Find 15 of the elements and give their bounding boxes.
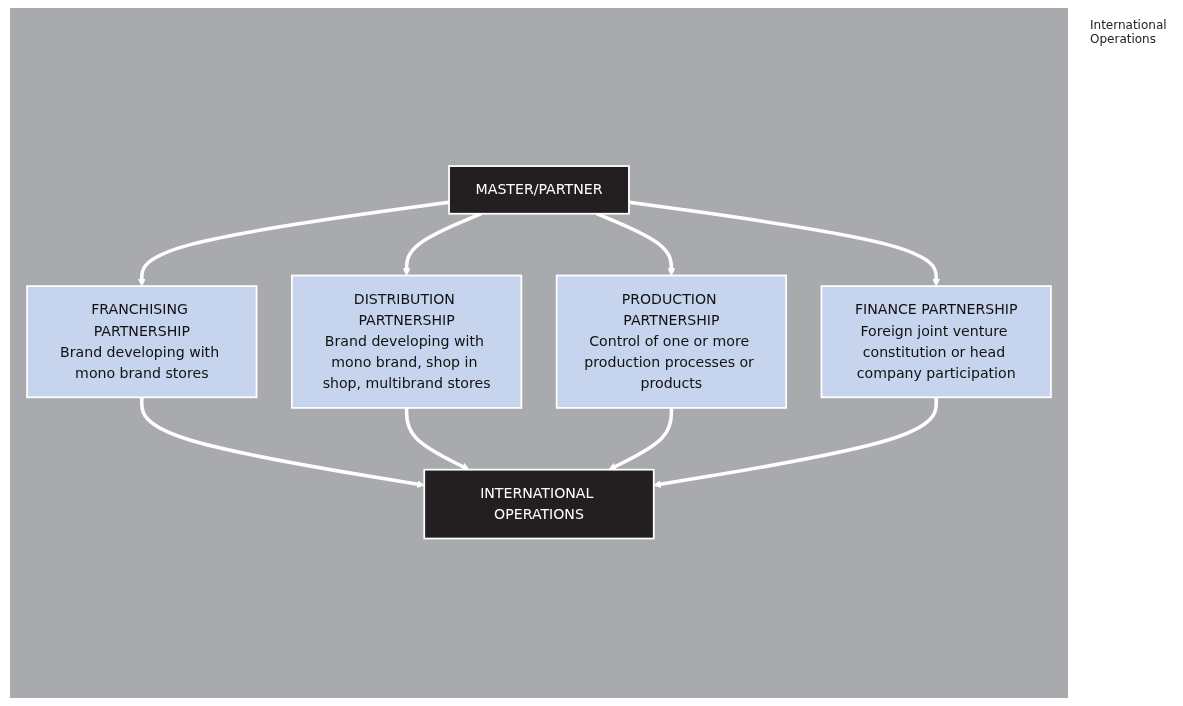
arrow <box>402 212 482 277</box>
node-box: INTERNATIONAL OPERATIONS <box>423 469 655 540</box>
header-text: International Operations <box>1090 18 1168 46</box>
node-box: FINANCE PARTNERSHIP Foreign joint venture constitution or head company participation <box>820 285 1052 399</box>
arrow <box>653 397 938 489</box>
arrow <box>608 408 674 471</box>
arrow <box>628 200 941 287</box>
node-box: DISTRIBUTION PARTNERSHIP Brand developing with mono brand, shop in shop, multibrand stores <box>290 274 523 409</box>
arrow <box>140 397 425 489</box>
node-box: MASTER/PARTNER <box>448 165 630 215</box>
arrow <box>137 200 450 287</box>
arrow <box>596 212 676 277</box>
node-box: PRODUCTION PARTNERSHIP Control of one or more production processes or products <box>555 274 788 409</box>
arrow <box>404 408 470 471</box>
node-box: FRANCHISING PARTNERSHIP Brand developing with mono brand stores <box>26 285 258 399</box>
